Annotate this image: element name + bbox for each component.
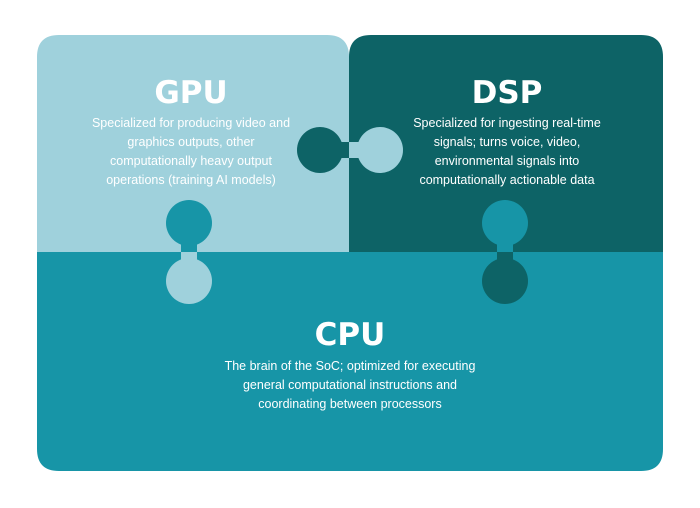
dsp-desc-line: computationally actionable data xyxy=(419,173,594,187)
gpu-desc-line: operations (training AI models) xyxy=(106,173,276,187)
dsp-desc-line: signals; turns voice, video, xyxy=(434,135,581,149)
cpu-title: CPU xyxy=(315,317,386,353)
cpu-desc-line: coordinating between processors xyxy=(258,397,441,411)
dsp-piece xyxy=(349,35,663,252)
dsp-cpu-connector xyxy=(482,200,528,304)
gpu-title: GPU xyxy=(154,75,227,111)
cpu-piece xyxy=(37,252,663,471)
cpu-desc-line: The brain of the SoC; optimized for exec… xyxy=(225,359,476,373)
cpu-desc-line: general computational instructions and xyxy=(243,378,457,392)
gpu-desc-line: graphics outputs, other xyxy=(127,135,254,149)
dsp-desc-line: environmental signals into xyxy=(435,154,580,168)
gpu-desc-line: computationally heavy output xyxy=(110,154,272,168)
dsp-desc-line: Specialized for ingesting real-time xyxy=(413,116,601,130)
gpu-piece xyxy=(37,35,349,252)
gpu-cpu-connector xyxy=(166,200,212,304)
gpu-dsp-connector xyxy=(297,127,403,173)
gpu-desc-line: Specialized for producing video and xyxy=(92,116,290,130)
dsp-title: DSP xyxy=(472,75,543,111)
